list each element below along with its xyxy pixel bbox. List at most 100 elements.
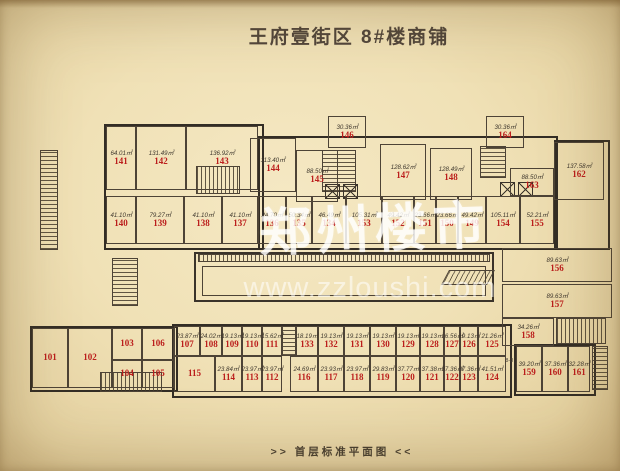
unit-number: 152	[391, 217, 405, 228]
unit-number: 153	[357, 217, 371, 228]
unit-number: 129	[401, 338, 415, 349]
unit-number: 138	[196, 217, 210, 228]
section-mark: 8-8	[505, 358, 514, 364]
unit-area: 19.13㎡	[320, 333, 342, 340]
unit-area: 88.50㎡	[521, 174, 543, 181]
unit-area: 19.13㎡	[397, 333, 419, 340]
unit-number: 111	[265, 338, 279, 349]
unit-area: 19.13㎡	[221, 333, 243, 340]
unit-number: 112	[265, 371, 279, 382]
watermark-url: www.zzloushi.com	[243, 272, 497, 304]
unit-area: 37.77㎡	[397, 366, 419, 373]
page-title: 王府壹街区 8#楼商铺	[248, 27, 450, 48]
unit-area: 23.66㎡	[436, 212, 458, 219]
unit-number: 132	[324, 338, 338, 349]
building-outline-top-left-wing	[104, 124, 264, 250]
plan-caption: >> 首层标准平面图 <<	[270, 446, 414, 458]
unit-area: 18.19㎡	[296, 333, 318, 340]
unit-number: 125	[485, 338, 499, 349]
unit-area: 23.66㎡	[414, 212, 436, 219]
unit-number: 130	[376, 338, 390, 349]
unit-number: 103	[120, 338, 134, 349]
unit-number: 114	[221, 371, 235, 382]
stairs-hatch-left-edge	[40, 150, 58, 250]
building-outline-top-right-wing	[554, 140, 610, 250]
unit-area: 19.13㎡	[458, 333, 480, 340]
unit-number: 134	[322, 217, 336, 228]
unit-number: 140	[114, 217, 128, 228]
unit-number: 121	[425, 371, 439, 382]
unit-number: 109	[225, 338, 239, 349]
unit-area: 64.01㎡	[110, 150, 132, 157]
unit-number: 126	[462, 338, 476, 349]
unit-number: 163	[525, 179, 539, 190]
unit-number: 149	[465, 217, 479, 228]
unit-number: 155	[530, 217, 544, 228]
unit-number: 116	[297, 371, 311, 382]
unit-number: 154	[496, 217, 510, 228]
unit-area: 23.93㎡	[320, 366, 342, 373]
unit-area: 19.13㎡	[241, 333, 263, 340]
unit-area: 89.63㎡	[546, 257, 568, 264]
unit-number: 143	[215, 155, 229, 166]
unit-number: 108	[204, 338, 218, 349]
unit-area: 37.36㎡	[544, 361, 566, 368]
unit-number: 105	[151, 368, 165, 379]
unit-104: 104	[112, 360, 142, 388]
unit-number: 139	[153, 217, 167, 228]
unit-number: 122	[445, 371, 459, 382]
unit-number: 148	[444, 171, 458, 182]
unit-number: 160	[548, 366, 562, 377]
unit-number: 128	[425, 338, 439, 349]
unit-area: 49.42㎡	[387, 212, 409, 219]
unit-area: 24.02㎡	[200, 333, 222, 340]
unit-number: 101	[43, 352, 57, 363]
unit-area: 29.83㎡	[372, 366, 394, 373]
unit-number: 123	[462, 371, 476, 382]
unit-area: 88.50㎡	[306, 168, 328, 175]
unit-106: 106	[142, 328, 174, 360]
unit-number: 102	[83, 352, 97, 363]
unit-number: 104	[120, 368, 134, 379]
unit-area: 37.36㎡	[441, 366, 463, 373]
stairs-hatch-bottom-core	[282, 326, 296, 356]
unit-number: 145	[310, 173, 324, 184]
unit-area: 19.13㎡	[346, 333, 368, 340]
unit-number: 150	[440, 217, 454, 228]
unit-area: 30.36㎡	[336, 124, 358, 131]
unit-102: 102	[68, 328, 112, 388]
unit-number: 157	[550, 298, 564, 309]
elevator-shaft	[325, 184, 340, 199]
unit-number: 106	[151, 338, 165, 349]
unit-number: 127	[445, 338, 459, 349]
unit-number: 107	[180, 338, 194, 349]
escalator-hatch-left	[112, 258, 138, 306]
